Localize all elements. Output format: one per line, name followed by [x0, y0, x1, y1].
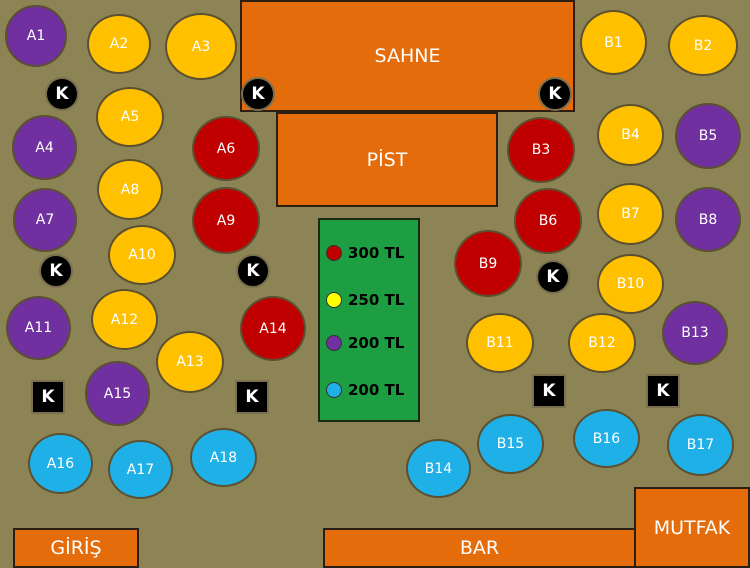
legend-dot-yellow: [326, 292, 342, 308]
legend-price-yellow: 250 TL: [348, 291, 405, 309]
legend-row-yellow: 250 TL: [326, 291, 404, 309]
legend-row-blue: 200 TL: [326, 381, 404, 399]
legend-price-blue: 200 TL: [348, 381, 405, 399]
table-a5[interactable]: A5: [96, 87, 164, 147]
table-b3[interactable]: B3: [507, 117, 575, 183]
kitchen-label: MUTFAK: [653, 516, 731, 539]
table-a6[interactable]: A6: [192, 116, 260, 181]
table-b6[interactable]: B6: [514, 188, 582, 254]
legend-dot-blue: [326, 382, 342, 398]
kiosk-marker: K: [536, 260, 570, 294]
table-b15[interactable]: B15: [477, 414, 544, 474]
table-a13[interactable]: A13: [156, 331, 224, 393]
table-b1[interactable]: B1: [580, 10, 647, 75]
table-a4[interactable]: A4: [12, 115, 77, 180]
kiosk-marker: K: [235, 380, 269, 414]
dance-floor-zone: PİST: [276, 112, 498, 207]
table-b9[interactable]: B9: [454, 230, 522, 297]
kiosk-marker: K: [31, 380, 65, 414]
kitchen-zone: MUTFAK: [634, 487, 750, 568]
table-b10[interactable]: B10: [597, 254, 664, 314]
kiosk-marker: K: [45, 77, 79, 111]
table-a12[interactable]: A12: [91, 289, 158, 350]
bar-zone: BAR: [323, 528, 636, 568]
table-a7[interactable]: A7: [13, 188, 77, 252]
table-a16[interactable]: A16: [28, 433, 93, 494]
kiosk-marker: K: [532, 374, 566, 408]
table-a3[interactable]: A3: [165, 13, 237, 80]
legend-dot-purple: [326, 335, 342, 351]
table-a1[interactable]: A1: [5, 5, 67, 67]
entrance-zone: GİRİŞ: [13, 528, 139, 568]
table-b8[interactable]: B8: [675, 187, 741, 252]
table-a9[interactable]: A9: [192, 187, 260, 254]
kiosk-marker: K: [39, 254, 73, 288]
stage-zone: SAHNE: [240, 0, 575, 112]
dance-floor-label: PİST: [366, 148, 408, 171]
stage-label: SAHNE: [374, 45, 441, 67]
table-b17[interactable]: B17: [667, 414, 734, 476]
table-b2[interactable]: B2: [668, 15, 738, 76]
kiosk-marker: K: [236, 254, 270, 288]
table-b7[interactable]: B7: [597, 183, 664, 245]
kiosk-marker: K: [538, 77, 572, 111]
legend-price-red: 300 TL: [348, 244, 405, 262]
table-b12[interactable]: B12: [568, 313, 636, 373]
table-a14[interactable]: A14: [240, 296, 306, 361]
bar-label: BAR: [459, 537, 500, 559]
kiosk-marker: K: [241, 77, 275, 111]
table-b13[interactable]: B13: [662, 301, 728, 365]
table-a11[interactable]: A11: [6, 296, 71, 360]
legend-row-red: 300 TL: [326, 244, 404, 262]
table-a8[interactable]: A8: [97, 159, 163, 220]
table-a17[interactable]: A17: [108, 440, 173, 499]
legend-row-purple: 200 TL: [326, 334, 404, 352]
table-a15[interactable]: A15: [85, 361, 150, 426]
entrance-label: GİRİŞ: [50, 537, 102, 559]
price-legend: 300 TL 250 TL 200 TL 200 TL: [318, 218, 420, 422]
table-b5[interactable]: B5: [675, 103, 741, 169]
legend-price-purple: 200 TL: [348, 334, 405, 352]
table-a18[interactable]: A18: [190, 428, 257, 487]
table-b11[interactable]: B11: [466, 313, 534, 373]
table-a2[interactable]: A2: [87, 14, 151, 74]
kiosk-marker: K: [646, 374, 680, 408]
table-b14[interactable]: B14: [406, 439, 471, 498]
table-a10[interactable]: A10: [108, 225, 176, 285]
legend-dot-red: [326, 245, 342, 261]
table-b4[interactable]: B4: [597, 104, 664, 166]
table-b16[interactable]: B16: [573, 409, 640, 468]
